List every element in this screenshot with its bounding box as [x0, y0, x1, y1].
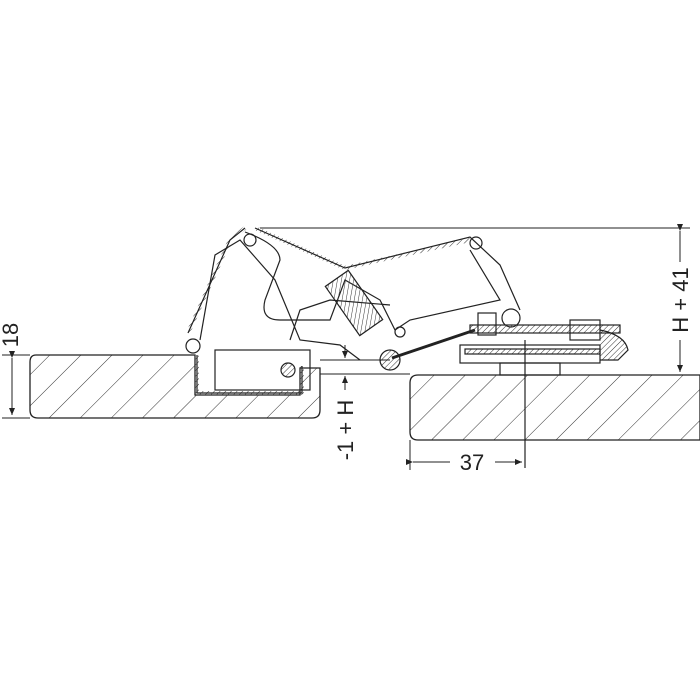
dimension-overall-height: H + 41 — [668, 267, 693, 332]
hinge-arm — [186, 226, 521, 371]
mounting-plate — [459, 312, 629, 468]
dimension-height-offset: -1 + H — [333, 400, 358, 461]
dimension-lines — [2, 224, 690, 470]
cabinet-side-panel — [409, 374, 700, 441]
door-panel — [29, 354, 321, 419]
hinge-cup — [185, 338, 311, 395]
dimension-cup-distance: 37 — [460, 450, 484, 475]
dimension-board-thickness: 18 — [0, 323, 23, 347]
